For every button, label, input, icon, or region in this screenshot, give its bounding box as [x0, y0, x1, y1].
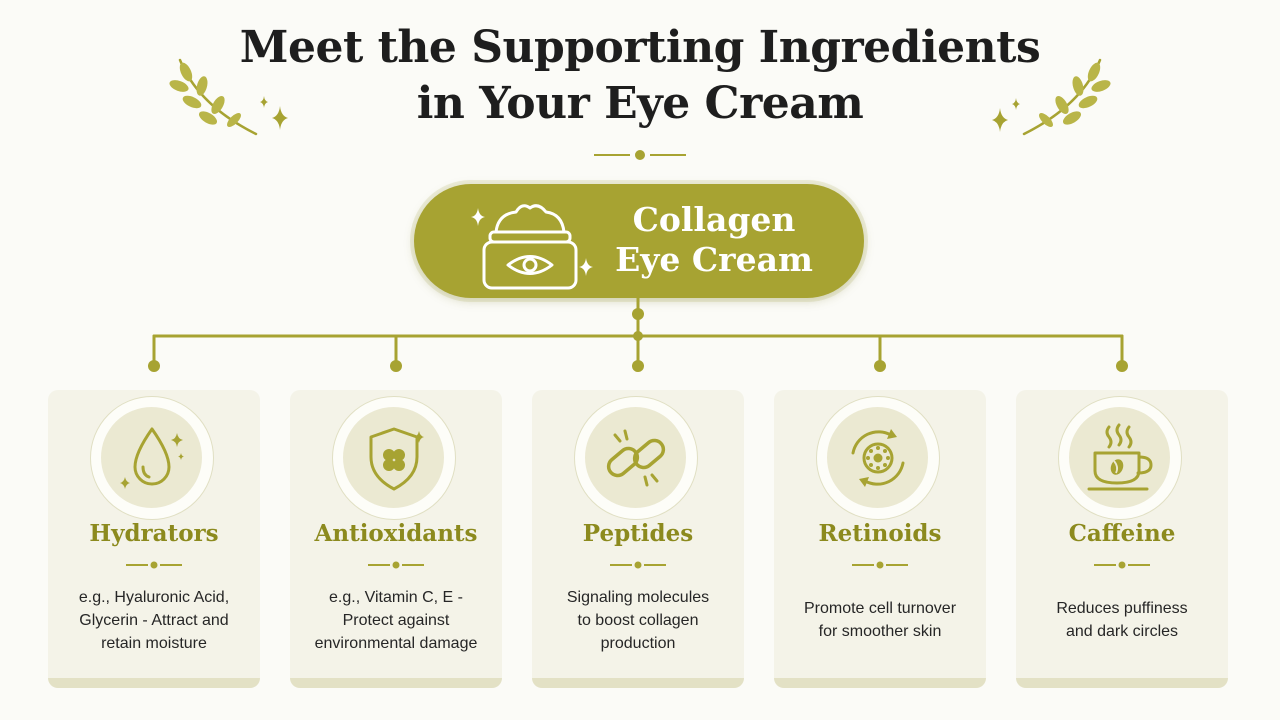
- ingredient-name: Antioxidants: [314, 520, 478, 547]
- ingredient-card-hydrators: Hydrators e.g., Hyaluronic Acid, Glyceri…: [48, 390, 260, 688]
- left-sprig-icon: [169, 58, 258, 136]
- ingredient-badge: [574, 396, 698, 520]
- card-divider: [126, 561, 182, 569]
- description-line: e.g., Vitamin C, E -: [329, 589, 463, 606]
- ingredient-badge: [816, 396, 940, 520]
- ingredient-description: e.g., Hyaluronic Acid, Glycerin - Attrac…: [56, 586, 252, 655]
- ingredient-badge: [90, 396, 214, 520]
- hub-label-line-2: Eye Cream: [615, 240, 813, 279]
- description-line: Glycerin - Attract and: [79, 612, 229, 629]
- description-line: for smoother skin: [818, 623, 942, 640]
- description-line: Signaling molecules: [566, 589, 710, 606]
- right-sprig-icon: [1022, 58, 1111, 136]
- ingredient-card-retinoids: Retinoids Promote cell turnover for smoo…: [774, 390, 986, 688]
- hub-label-line-1: Collagen: [632, 200, 796, 239]
- ingredient-badge: [1058, 396, 1182, 520]
- hub-label: Collagen Eye Cream: [614, 200, 814, 280]
- description-line: retain moisture: [101, 635, 207, 652]
- cell-renewal-icon: [851, 429, 905, 487]
- ingredient-badge: [332, 396, 456, 520]
- ingredient-card-antioxidants: Antioxidants e.g., Vitamin C, E - Protec…: [290, 390, 502, 688]
- description-line: environmental damage: [314, 635, 478, 652]
- ingredient-name: Peptides: [582, 520, 694, 547]
- chain-link-icon: [606, 429, 666, 487]
- title-divider: [594, 150, 686, 160]
- shield-icon: [369, 427, 424, 491]
- card-divider: [852, 561, 908, 569]
- description-line: Protect against: [342, 612, 450, 629]
- card-divider: [1094, 561, 1150, 569]
- card-divider: [610, 561, 666, 569]
- ingredient-name: Hydrators: [89, 520, 219, 547]
- title-line-1: Meet the Supporting Ingredients: [239, 22, 1041, 73]
- ingredient-name: Caffeine: [1068, 520, 1176, 547]
- water-drop-icon: [120, 427, 184, 489]
- right-sparkle-icon: [992, 98, 1020, 132]
- description-line: production: [600, 635, 676, 652]
- ingredient-description: Reduces puffiness and dark circles: [1024, 597, 1220, 643]
- page-title: Meet the Supporting Ingredients in Your …: [0, 20, 1280, 132]
- description-line: and dark circles: [1065, 623, 1179, 640]
- left-sparkle-icon: [260, 96, 288, 130]
- card-divider: [368, 561, 424, 569]
- description-line: Reduces puffiness: [1056, 600, 1188, 617]
- collagen-eye-cream-hub: Collagen Eye Cream: [414, 184, 864, 298]
- ingredient-card-peptides: Peptides Signaling molecules to boost co…: [532, 390, 744, 688]
- cream-jar-eye-icon: [471, 204, 593, 290]
- ingredient-description: e.g., Vitamin C, E - Protect against env…: [298, 586, 494, 655]
- ingredient-description: Signaling molecules to boost collagen pr…: [540, 586, 736, 655]
- description-line: to boost collagen: [577, 612, 699, 629]
- ingredient-card-caffeine: Caffeine Reduces puffiness and dark circ…: [1016, 390, 1228, 688]
- ingredient-name: Retinoids: [818, 520, 942, 547]
- description-line: e.g., Hyaluronic Acid,: [78, 589, 230, 606]
- description-line: Promote cell turnover: [803, 600, 957, 617]
- title-line-2: in Your Eye Cream: [416, 78, 864, 129]
- ingredient-description: Promote cell turnover for smoother skin: [782, 597, 978, 643]
- coffee-cup-icon: [1087, 423, 1153, 491]
